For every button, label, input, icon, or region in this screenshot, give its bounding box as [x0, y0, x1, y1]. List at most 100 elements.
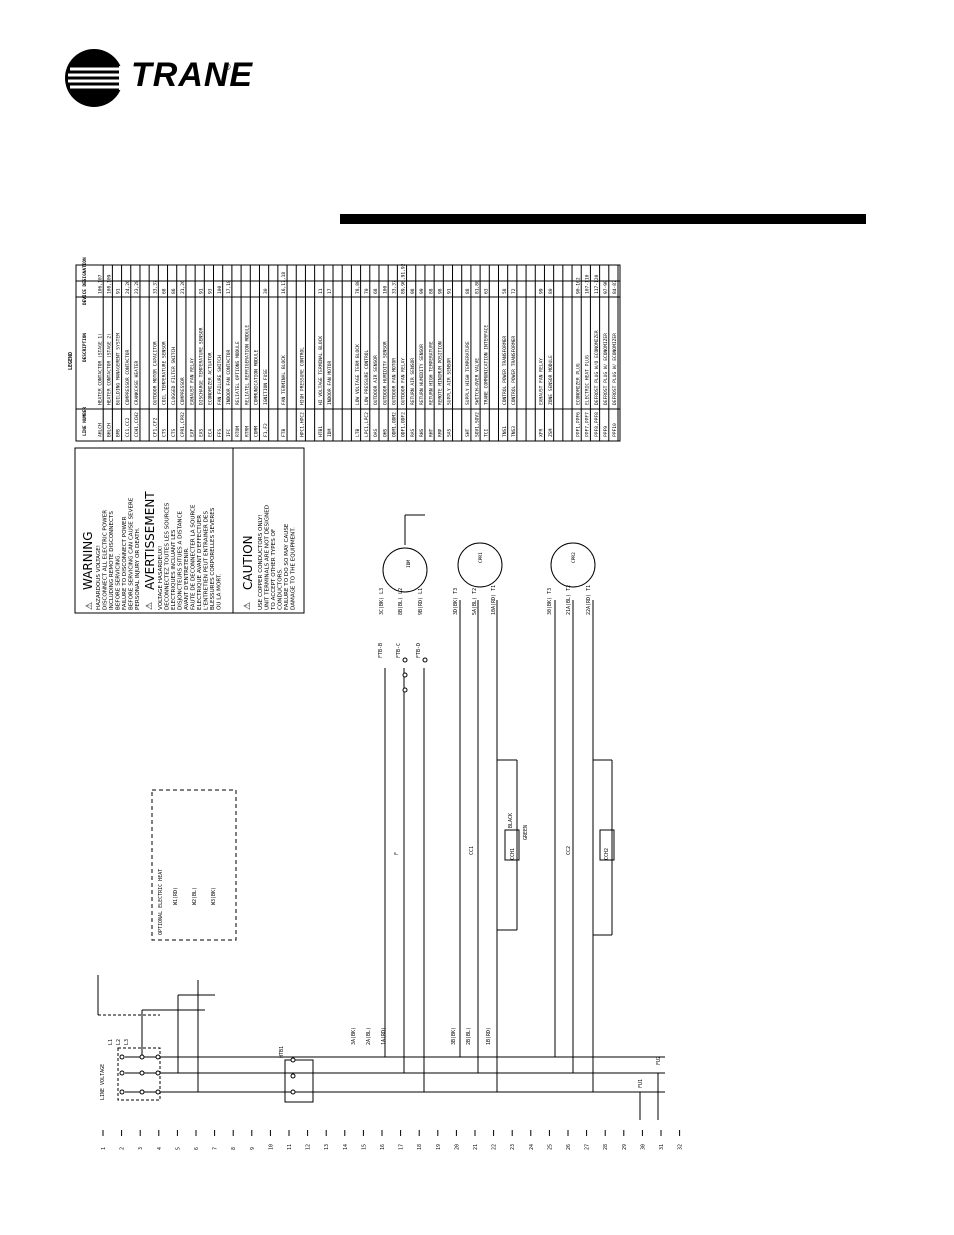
- legend-device: IDM: [327, 428, 333, 437]
- legend-description: SUPPLY AIR SENSOR: [447, 358, 453, 405]
- ftb-label: FTB-B: [378, 643, 384, 658]
- legend-line-number: 88: [465, 288, 471, 294]
- terminal: [402, 687, 408, 693]
- wire-label: 21A(BL) T2: [566, 585, 572, 615]
- ladder-number: 29: [622, 1144, 628, 1150]
- caution-icon: ⚠: [243, 602, 253, 610]
- wire-label: 5A(BL) T2: [472, 588, 478, 615]
- ladder-number: 1: [101, 1147, 107, 1150]
- crankcase-heater-2: [599, 829, 615, 861]
- legend-line-number: 99: [419, 288, 425, 294]
- crankcase-heater-1: [504, 829, 520, 861]
- legend-description: HEATER CONTACTOR (STAGE 2): [107, 333, 113, 405]
- legend-device: EXF: [189, 428, 195, 437]
- legend-line-number: 78,80: [355, 280, 361, 294]
- ladder-number: 16: [380, 1144, 386, 1150]
- avertissement-line: OU LA MORT.: [217, 573, 223, 610]
- terminal: [402, 672, 408, 678]
- legend-description: IGNITION FUSE: [263, 369, 269, 405]
- ladder-number: 9: [250, 1147, 256, 1150]
- legend-device: PPF8,PPF8: [594, 412, 600, 437]
- header-rule: [340, 214, 866, 224]
- legend-description: COMPRESSOR: [180, 377, 186, 405]
- legend-device: CF1,CF2: [153, 417, 159, 437]
- legend-line-number: 98: [437, 288, 443, 294]
- legend-description: EXHAUST FAN RELAY: [189, 358, 195, 405]
- wire-color-label: GREEN: [523, 825, 529, 840]
- legend-description: ECONOMIZER ACTUATOR: [208, 352, 214, 405]
- legend-device: XFR: [539, 428, 545, 437]
- terminal: [119, 1089, 125, 1095]
- legend-line-number: 99: [539, 288, 545, 294]
- legend-description: ELECTRIC HEAT PLUG: [585, 355, 591, 405]
- legend-description: HEATER CONTACTOR (STAGE 1): [97, 333, 103, 405]
- legend-device: LTB: [355, 428, 361, 437]
- legend-device: RMP: [437, 428, 443, 437]
- legend-description: COMMUNICATION MODULE: [254, 349, 260, 405]
- wire-label: 3C(BK) L3: [379, 588, 385, 615]
- ladder-number: 15: [361, 1144, 367, 1150]
- legend-device: ZSM: [548, 428, 554, 437]
- ladder-number: 19: [436, 1144, 442, 1150]
- legend-description: INDOOR FAN MOTOR: [327, 361, 333, 405]
- warning-line: DISCONNECT ALL ELECTRIC POWER: [103, 510, 109, 610]
- avertissement-title: AVERTISSEMENT: [143, 491, 157, 590]
- legend-line-number: 86: [171, 288, 177, 294]
- legend-device: SHT: [465, 428, 471, 437]
- ladder-number: 20: [454, 1144, 460, 1150]
- legend-line-number: 68: [162, 288, 168, 294]
- legend-line-number: 106,107: [97, 274, 103, 294]
- terminal: [290, 1057, 296, 1063]
- wire-color-label: BLACK: [508, 813, 514, 828]
- legend-device: TNS3: [511, 426, 517, 437]
- legend-device: IFC: [226, 428, 232, 437]
- legend-device: FTB: [281, 428, 287, 437]
- legend-device: F1,F2: [263, 423, 269, 437]
- ladder-number: 32: [678, 1144, 684, 1150]
- legend-device: OHS: [382, 428, 388, 437]
- motor-label: CPR2: [571, 552, 577, 563]
- warning-line: INCLUDING REMOTE DISCONNECTS: [109, 511, 115, 610]
- caution-line: DAMAGE TO THE EQUIPMENT.: [291, 527, 297, 610]
- warning-icon: ⚠: [85, 602, 95, 610]
- avertissement-line: ELECTRIQUE AVANT D'EFFECTUER: [197, 515, 203, 610]
- legend-line-number: 63: [483, 288, 489, 294]
- fuse-label: FU1: [638, 1079, 644, 1088]
- wire-label: 10A(RD) T1: [491, 585, 497, 615]
- legend-device: LPC1,LPC2: [364, 412, 370, 437]
- phase-label: L1: [108, 1039, 114, 1045]
- heat-wire-label: W2(BL): [192, 887, 198, 905]
- contactor-label: CC2: [566, 846, 572, 855]
- legend-line-number: 93: [208, 288, 214, 294]
- legend-device: EXS: [198, 428, 204, 437]
- caution-line: UNIT TERMINALS ARE NOT DESIGNED: [265, 505, 271, 610]
- caution-title: CAUTION: [241, 535, 255, 590]
- legend-description: CLOGGED FILTER SWITCH: [171, 347, 177, 405]
- legend-line-number: 70: [364, 288, 370, 294]
- terminal: [119, 1054, 125, 1060]
- phase-label: L2: [116, 1039, 122, 1045]
- terminal: [139, 1070, 145, 1076]
- ladder-number: 22: [492, 1144, 498, 1150]
- legend-description: ECONOMIZER PLUG: [575, 363, 581, 405]
- avertissement-line: L'ENTRETIEN PEUT ENTRAINER DES: [204, 511, 210, 610]
- legend-device: HTB1: [318, 426, 324, 437]
- legend-table: [75, 264, 621, 442]
- wire-label: 3D(BK) T3: [453, 588, 459, 615]
- legend-device: OAS: [373, 428, 379, 437]
- caution-line: CONDUCTORS.: [278, 568, 284, 610]
- terminal: [155, 1054, 161, 1060]
- legend-description: DEFROST PLUG W/ ECONOMIZER: [603, 333, 609, 405]
- legend-line-number: 107-110: [585, 274, 591, 294]
- legend-device: COMM: [254, 426, 260, 437]
- legend-device: BMS: [116, 428, 122, 437]
- legend-device: CPR1,CPR2: [180, 412, 186, 437]
- legend-device: TCI: [483, 428, 489, 437]
- legend-description: OUTDOOR HUMIDITY SENSOR: [382, 341, 388, 405]
- legend-description: OUTDOOR MOTOR CAPACITOR: [153, 341, 159, 405]
- avertissement-line: VOLTAGE HASARDEUX!: [158, 546, 164, 610]
- ladder-number: 26: [566, 1144, 572, 1150]
- legend-line-number: 81,80: [474, 280, 480, 294]
- terminal: [139, 1089, 145, 1095]
